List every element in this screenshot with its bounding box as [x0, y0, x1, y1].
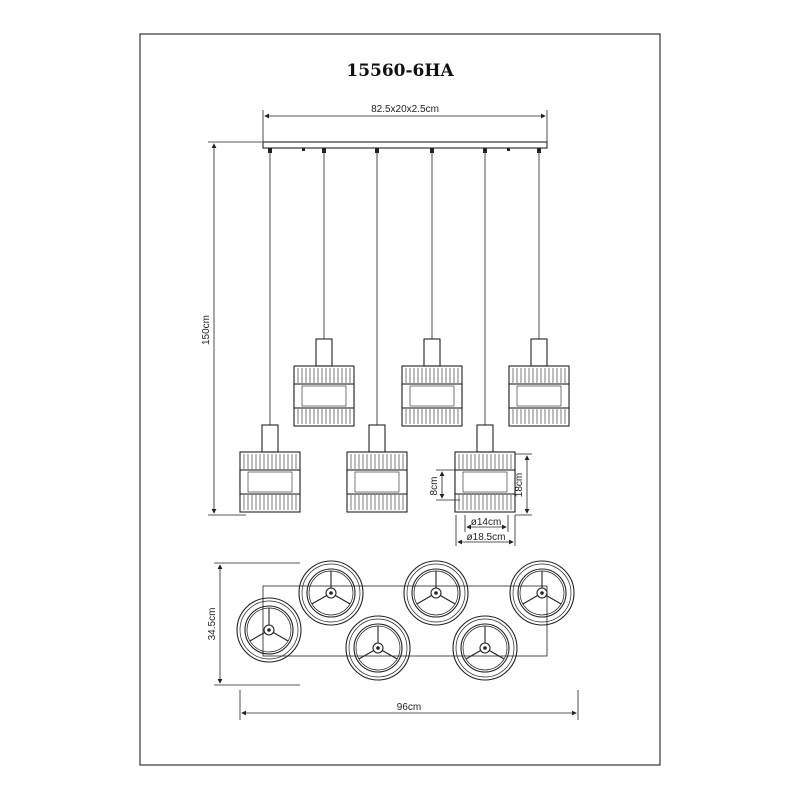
- shade-spoke: [311, 595, 327, 605]
- shade-spoke: [358, 650, 374, 660]
- lamp-holder: [476, 424, 494, 453]
- shade-inner-ring: [517, 568, 567, 618]
- top-view-shade: [509, 560, 575, 626]
- outer-diameter-label: ø18.5cm: [467, 532, 506, 543]
- pendant-lamp: [239, 148, 301, 513]
- shade-outer-ring: [345, 615, 411, 681]
- outer-diameter-dimension: ø18.5cm: [455, 515, 516, 546]
- top-view-shade: [345, 615, 411, 681]
- shade-inner-ring: [353, 623, 403, 673]
- top-view-shades: [236, 560, 575, 681]
- shade-band: [293, 383, 355, 409]
- top-view-depth-label: 34.5cm: [207, 608, 218, 641]
- lamp-holder: [368, 424, 386, 453]
- canopy-fixings: [302, 148, 510, 151]
- height-dimension: 150cm: [201, 141, 262, 516]
- shade-inner-ring: [306, 568, 356, 618]
- shade-band: [454, 469, 516, 495]
- cord-grip: [268, 148, 272, 153]
- cord-grip: [537, 148, 541, 153]
- lamp-holder: [530, 338, 548, 367]
- pendant-lamp: [293, 148, 355, 427]
- shade-hub: [325, 587, 337, 599]
- pendant-lamp: [346, 148, 408, 513]
- top-view-width-dimension: 96cm: [239, 690, 579, 720]
- shade-outer-ring: [298, 560, 364, 626]
- shade-height-dimension: 18cm: [514, 453, 532, 516]
- top-view-width-label: 96cm: [397, 702, 421, 713]
- shade-hub: [372, 642, 384, 654]
- inner-diameter-dimension: ø14cm: [464, 515, 509, 532]
- top-view-shade: [236, 597, 302, 663]
- lamp-holder: [423, 338, 441, 367]
- pendant-lamp: [401, 148, 463, 427]
- shade-inner-ring: [460, 623, 510, 673]
- shade-spoke: [465, 650, 481, 660]
- lamp-holder: [261, 424, 279, 453]
- top-view-shade: [403, 560, 469, 626]
- cord-grip: [483, 148, 487, 153]
- shade-hub: [536, 587, 548, 599]
- shade-spoke: [382, 650, 398, 660]
- shade-spoke: [335, 595, 351, 605]
- shade-spoke: [416, 595, 432, 605]
- inner-height-dimension: 8cm: [429, 469, 460, 501]
- shade-hub: [263, 624, 275, 636]
- inner-diameter-label: ø14cm: [471, 517, 502, 528]
- shade-height-label: 18cm: [514, 473, 525, 497]
- model-title: 15560-6HA: [346, 61, 454, 81]
- shade-band: [346, 469, 408, 495]
- canopy-dimension-label: 82.5x20x2.5cm: [371, 104, 439, 115]
- top-view-shade: [298, 560, 364, 626]
- shade-band: [239, 469, 301, 495]
- cord-grip: [430, 148, 434, 153]
- shade-outer-ring: [509, 560, 575, 626]
- shade-outer-ring: [403, 560, 469, 626]
- shade-inner-ring: [244, 605, 294, 655]
- pendant-lamp: [508, 148, 570, 427]
- lamp-holder: [315, 338, 333, 367]
- shade-spoke: [440, 595, 456, 605]
- canopy-bar: [262, 141, 548, 149]
- shade-inner-ring: [411, 568, 461, 618]
- pendant-group: [239, 148, 570, 513]
- shade-spoke: [273, 632, 289, 642]
- shade-outer-ring: [452, 615, 518, 681]
- cord-grip: [375, 148, 379, 153]
- top-view-shade: [452, 615, 518, 681]
- shade-spoke: [249, 632, 265, 642]
- shade-hub: [479, 642, 491, 654]
- top-view-canopy-outline: [262, 585, 548, 657]
- page-border: [139, 33, 661, 766]
- height-dimension-label: 150cm: [201, 315, 212, 345]
- inner-height-label: 8cm: [429, 477, 440, 496]
- shade-band: [508, 383, 570, 409]
- canopy-dimension: 82.5x20x2.5cm: [262, 104, 548, 146]
- shade-spoke: [489, 650, 505, 660]
- shade-spoke: [522, 595, 538, 605]
- cord-grip: [322, 148, 326, 153]
- shade-band: [401, 383, 463, 409]
- shade-spoke: [546, 595, 562, 605]
- shade-outer-ring: [236, 597, 302, 663]
- top-view-depth-dimension: 34.5cm: [207, 562, 300, 686]
- shade-hub: [430, 587, 442, 599]
- pendant-lamp: [454, 148, 516, 513]
